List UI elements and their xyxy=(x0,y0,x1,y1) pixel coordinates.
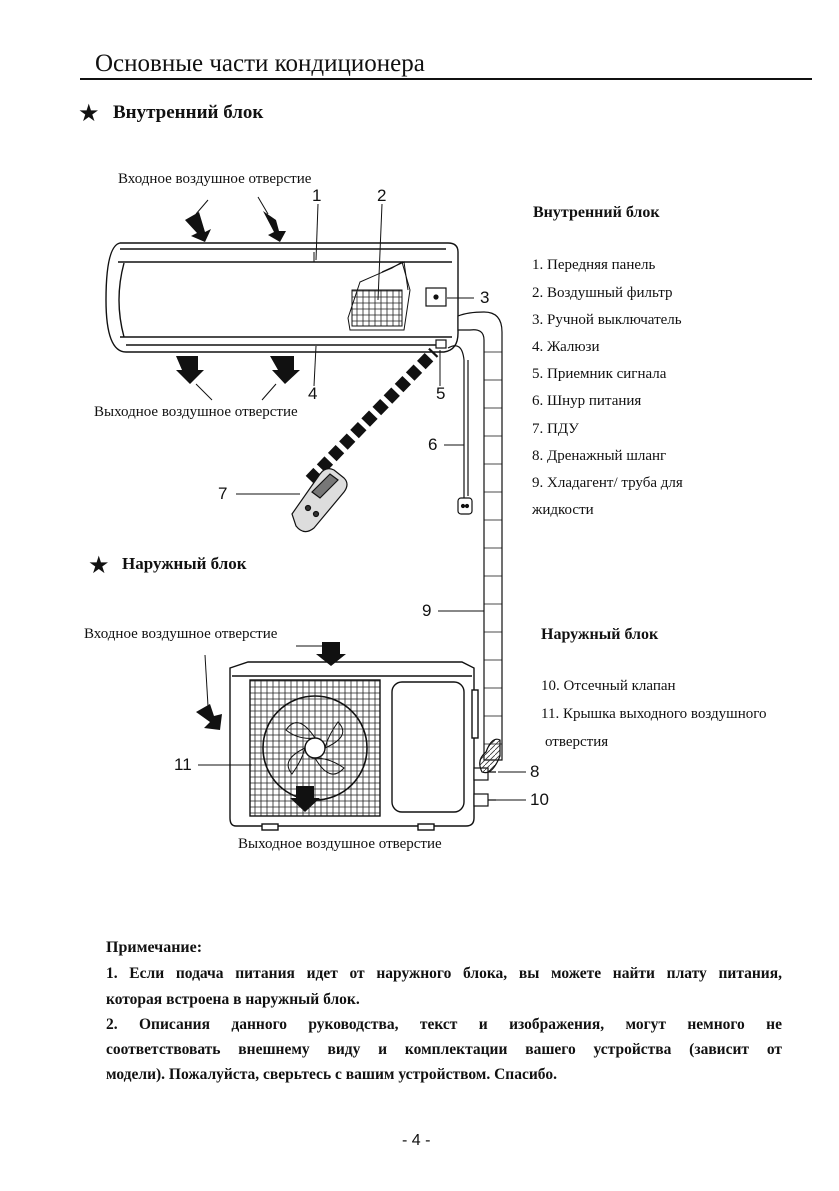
outdoor-intake-arrows xyxy=(196,642,346,730)
outdoor-item-11-cont: отверстия xyxy=(545,734,609,750)
page-number: - 4 - xyxy=(402,1132,431,1149)
indoor-list-title: Внутренний блок xyxy=(533,204,660,221)
note-line-1: 1. Если подача питания идет от наружного… xyxy=(106,965,782,982)
callout-7: 7 xyxy=(218,484,228,503)
indoor-item-8: 8. Дренажный шланг xyxy=(532,448,667,464)
note-line-4: соответствовать внешнему виду и комплект… xyxy=(106,1041,782,1058)
note-line-5: модели). Пожалуйста, сверьтесь с вашим у… xyxy=(106,1066,557,1083)
indoor-item-9: 9. Хладагент/ труба для xyxy=(532,475,683,491)
callout-10: 10 xyxy=(530,790,549,809)
signal-receiver xyxy=(435,339,447,349)
remote-control xyxy=(291,468,348,533)
air-filter xyxy=(347,261,411,331)
star-icon: ★ xyxy=(88,553,110,579)
outdoor-list-title: Наружный блок xyxy=(541,626,659,643)
indoor-item-6: 6. Шнур питания xyxy=(532,393,642,409)
indoor-item-5: 5. Приемник сигнала xyxy=(532,366,667,382)
indoor-outlet-arrows xyxy=(176,356,300,384)
callout-6: 6 xyxy=(428,435,438,454)
note-line-3: 2. Описания данного руководства, текст и… xyxy=(106,1016,782,1033)
title-underline xyxy=(80,78,812,80)
indoor-intake-arrows xyxy=(185,211,286,242)
callout-3: 3 xyxy=(480,288,490,307)
indoor-item-2: 2. Воздушный фильтр xyxy=(532,285,673,301)
indoor-intake-label: Входное воздушное отверстие xyxy=(118,171,312,187)
outdoor-unit xyxy=(229,661,479,831)
indoor-item-1: 1. Передняя панель xyxy=(532,257,656,273)
outdoor-outlet-arrow xyxy=(290,786,320,812)
callout-8: 8 xyxy=(530,762,540,781)
note-line-2: которая встроена в наружный блок. xyxy=(106,991,360,1008)
indoor-item-9-cont: жидкости xyxy=(532,502,594,518)
star-icon: ★ xyxy=(78,101,100,127)
callout-2: 2 xyxy=(377,186,387,205)
refrigerant-pipe xyxy=(457,311,503,761)
callout-9: 9 xyxy=(422,601,432,620)
indoor-section-title: Внутренний блок xyxy=(113,102,264,123)
indoor-item-4: 4. Жалюзи xyxy=(532,339,600,355)
callout-leaders xyxy=(198,203,526,801)
ir-beam xyxy=(305,347,439,485)
outdoor-outlet-label: Выходное воздушное отверстие xyxy=(238,836,442,852)
power-cord xyxy=(447,345,473,515)
outdoor-section-title: Наружный блок xyxy=(122,554,247,573)
manual-switch xyxy=(425,287,447,307)
callout-1: 1 xyxy=(312,186,322,205)
callout-4: 4 xyxy=(308,384,318,403)
stop-valve xyxy=(473,767,496,807)
indoor-item-3: 3. Ручной выключатель xyxy=(532,312,682,328)
outdoor-item-11: 11. Крышка выходного воздушного xyxy=(541,706,767,722)
callout-11: 11 xyxy=(174,755,192,774)
outdoor-intake-label: Входное воздушное отверстие xyxy=(84,626,278,642)
indoor-item-7: 7. ПДУ xyxy=(532,421,579,437)
outdoor-item-10: 10. Отсечный клапан xyxy=(541,678,676,694)
callout-5: 5 xyxy=(436,384,446,403)
drain-hose xyxy=(479,738,501,774)
note-title: Примечание: xyxy=(106,939,203,956)
page-title: Основные части кондиционера xyxy=(95,50,425,77)
indoor-outlet-label: Выходное воздушное отверстие xyxy=(94,404,298,420)
